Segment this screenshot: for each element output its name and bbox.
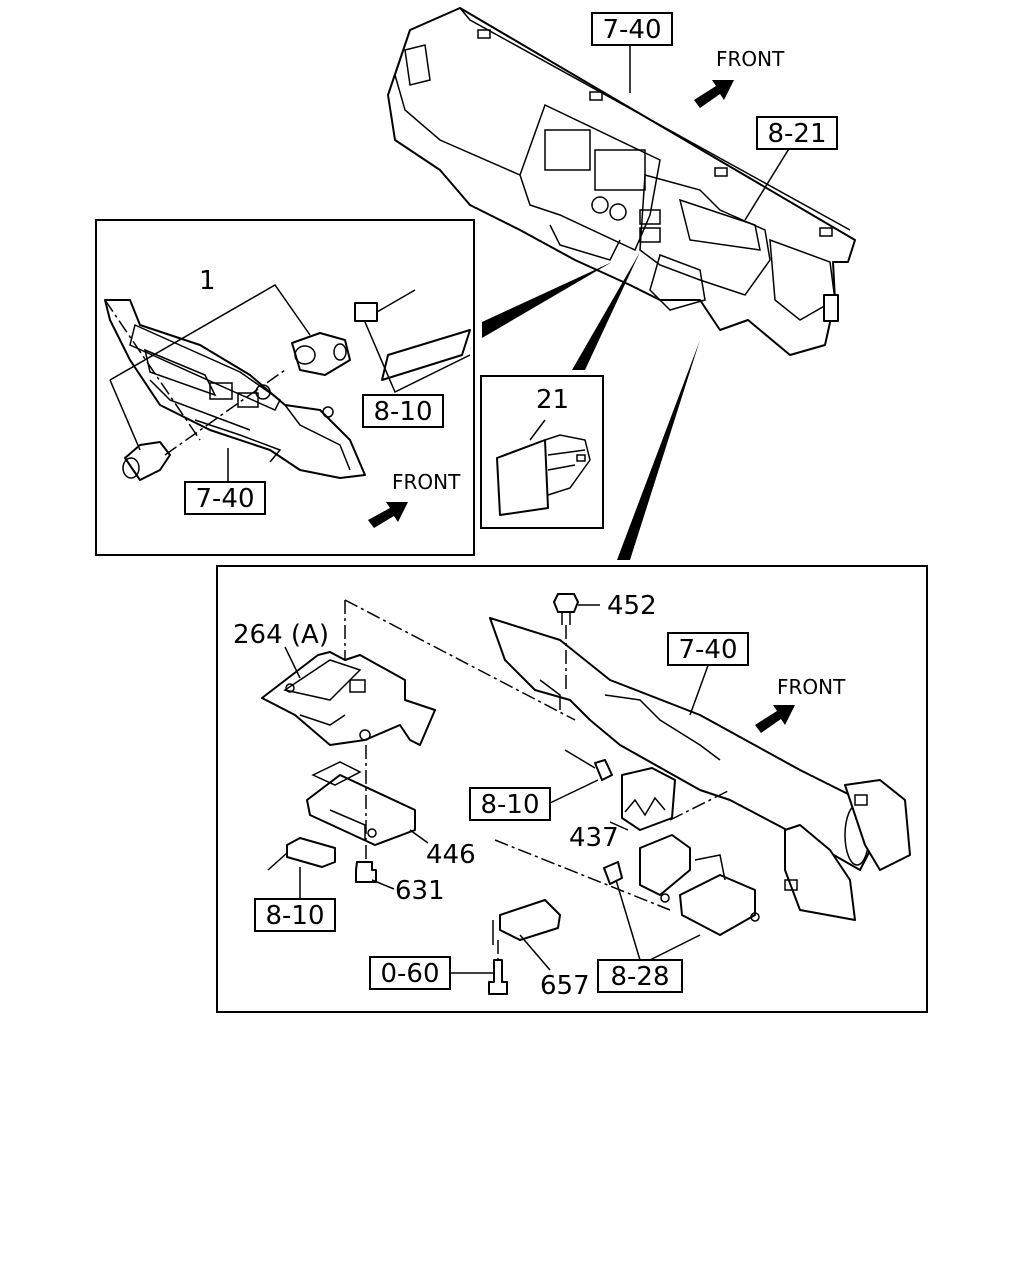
bracket-8-28 (603, 834, 760, 936)
part-label-1: 1 (199, 266, 216, 296)
svg-text:7-40: 7-40 (195, 484, 254, 514)
svg-text:0-60: 0-60 (380, 959, 439, 989)
ref-box-7-40-top[interactable]: 7-40 (591, 12, 673, 46)
part-label-437: 437 (569, 823, 619, 853)
front-label-top: FRONT (716, 47, 785, 71)
svg-text:8-10: 8-10 (265, 901, 324, 931)
part-label-21: 21 (536, 385, 569, 415)
svg-text:8-28: 8-28 (610, 962, 669, 992)
front-arrow-left (368, 502, 408, 528)
bolt-452 (553, 593, 579, 625)
switch-panel (104, 299, 366, 479)
front-arrow-bottom (755, 705, 795, 733)
ref-box-8-10-left[interactable]: 8-10 (362, 394, 444, 428)
ref-box-8-28[interactable]: 8-28 (597, 959, 683, 993)
knob-1b (122, 441, 171, 481)
inset-bottom-frame (216, 565, 928, 1013)
ref-box-7-40-left[interactable]: 7-40 (184, 481, 266, 515)
svg-text:7-40: 7-40 (678, 635, 737, 665)
module-446 (306, 761, 416, 846)
callout-wedge-bottom (617, 340, 700, 560)
leader-part-1 (109, 284, 311, 381)
relay-437 (621, 767, 676, 831)
part-label-631: 631 (395, 876, 445, 906)
part-label-446: 446 (426, 840, 476, 870)
connector-bottom-left (267, 837, 336, 871)
connector-bottom-mid (564, 749, 613, 781)
inset-left-frame (95, 219, 475, 556)
part-label-264a: 264 (A) (233, 620, 329, 650)
inset-middle-frame (480, 375, 604, 529)
switch-21 (496, 434, 591, 516)
knob-1a (291, 332, 351, 376)
ref-box-8-10-bottom-left[interactable]: 8-10 (254, 898, 336, 932)
svg-text:8-21: 8-21 (767, 119, 826, 149)
svg-text:8-10: 8-10 (373, 397, 432, 427)
connector-left (354, 289, 471, 381)
svg-text:8-10: 8-10 (480, 790, 539, 820)
part-label-657: 657 (540, 971, 590, 1001)
callout-wedge-left (482, 262, 612, 338)
ref-box-0-60[interactable]: 0-60 (369, 956, 451, 990)
svg-text:7-40: 7-40 (602, 15, 661, 45)
bolt-0-60 (488, 959, 508, 995)
callout-wedge-middle (572, 252, 640, 370)
bracket-264a (261, 651, 436, 746)
bolt-631 (355, 861, 377, 883)
front-arrow-top (694, 80, 734, 108)
front-label-bottom: FRONT (777, 675, 846, 699)
bracket-657 (492, 899, 561, 945)
cross-member (344, 599, 911, 921)
part-label-452: 452 (607, 591, 657, 621)
ref-box-7-40-bottom[interactable]: 7-40 (667, 632, 749, 666)
ref-box-8-21[interactable]: 8-21 (756, 116, 838, 150)
dashboard-assembly (387, 7, 856, 356)
ref-box-8-10-bottom-mid[interactable]: 8-10 (469, 787, 551, 821)
front-label-left: FRONT (392, 470, 461, 494)
